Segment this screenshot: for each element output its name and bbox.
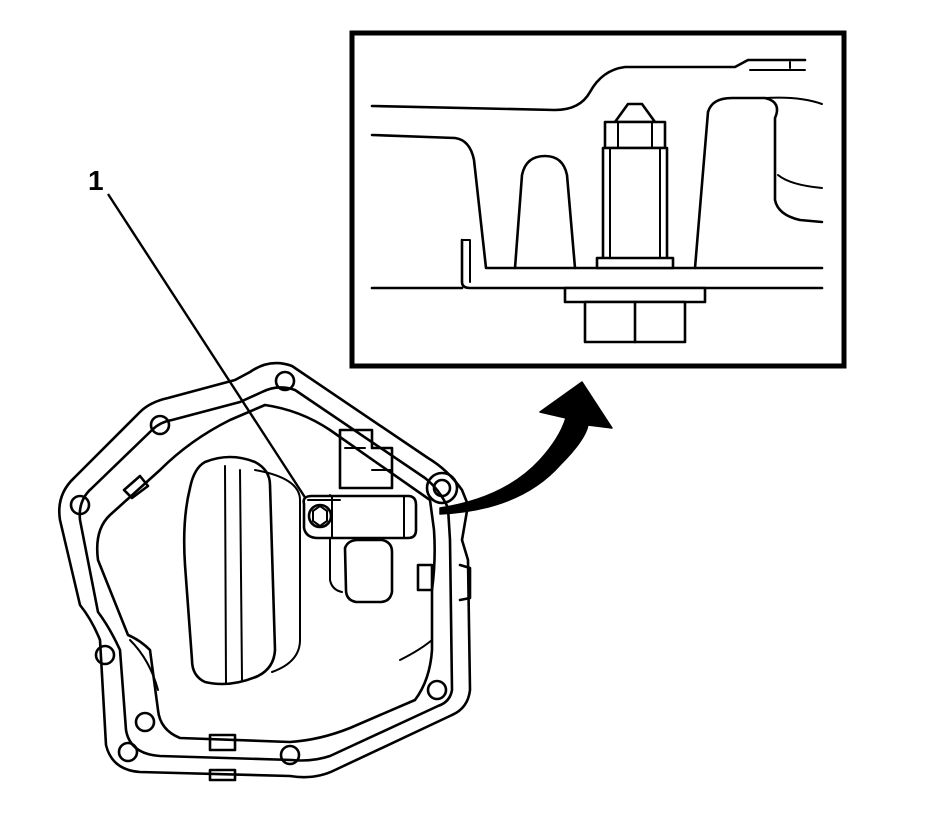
- curved-arrow-icon: [439, 381, 613, 515]
- inset-nut: [563, 286, 707, 344]
- inset-rib-right: [693, 96, 824, 270]
- inset-bolt: [595, 102, 675, 270]
- callout-label: 1: [88, 165, 104, 196]
- cover-bracket: [329, 428, 472, 604]
- inset-gasket-edge: [460, 238, 824, 290]
- callout-1: 1: [88, 165, 310, 503]
- callout-leader-line: [106, 193, 310, 503]
- cover-boss: [182, 455, 301, 686]
- cover-bolt-holes: [69, 370, 459, 766]
- inset-left-wall: [370, 133, 824, 270]
- differential-cover: [58, 361, 472, 782]
- cover-cavity: [95, 403, 436, 744]
- inset-rib-left: [513, 154, 577, 270]
- cover-outer-flange: [58, 361, 472, 779]
- clip-bolt: [307, 503, 333, 529]
- cover-inner-flange: [78, 386, 454, 762]
- detail-inset: [349, 30, 847, 369]
- inset-housing-contour: [370, 58, 807, 112]
